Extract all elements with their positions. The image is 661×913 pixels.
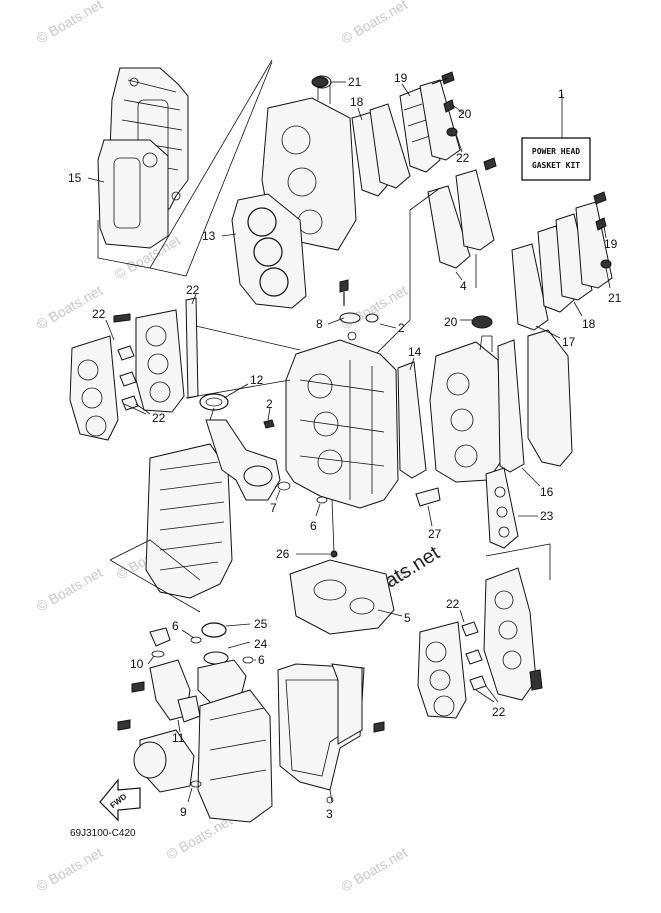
callout-8: 8 — [316, 317, 323, 331]
callout-18: 19 — [394, 71, 408, 85]
watermark: © Boats.net — [34, 564, 106, 615]
throttle-bodies-right — [417, 567, 543, 719]
leader-line — [375, 187, 441, 355]
callout-22: 22 — [92, 307, 106, 321]
watermark: © Boats.net — [34, 0, 106, 47]
callout-26: 26 — [276, 547, 290, 561]
callout-14: 14 — [408, 345, 422, 359]
callout-3: 3 — [326, 807, 333, 821]
callout-17: 17 — [562, 335, 576, 349]
callout-21: 20 — [444, 315, 458, 329]
crankcase — [145, 407, 281, 599]
oil-seal — [311, 76, 329, 88]
cylinder-block-gasket — [397, 361, 427, 479]
lower-crankcase-parts — [190, 622, 254, 707]
callout-11: 11 — [172, 731, 185, 745]
callouts: 1 21 19 20 18 22 15 13 4 19 21 18 — [68, 71, 622, 821]
bracket — [415, 487, 441, 507]
callout-2: 2 — [266, 397, 273, 411]
dipstick-tube — [331, 499, 335, 553]
cover-gasket — [277, 663, 385, 804]
diagram-code: 69J3100-C420 — [70, 828, 136, 839]
callout-18: 18 — [582, 317, 596, 331]
exhaust-cover-gaskets-right — [511, 191, 613, 331]
callout-2: 2 — [398, 321, 405, 335]
callout-21: 21 — [348, 75, 362, 89]
gasket-kit-box: POWER HEAD GASKET KIT — [521, 100, 591, 181]
thermostat-cover — [131, 627, 201, 723]
callout-9: 9 — [180, 805, 187, 819]
callout-15: 15 — [68, 171, 82, 185]
leader-box — [149, 61, 273, 277]
callout-22: 22 — [446, 597, 460, 611]
intake-gasket-left — [185, 297, 199, 399]
callout-23: 22 — [186, 283, 200, 297]
kit-box-line-1: POWER HEAD — [532, 147, 580, 156]
cylinder-block — [285, 339, 399, 509]
kit-box-line-2: GASKET KIT — [532, 161, 580, 170]
watermark: © Boats.net — [339, 0, 411, 47]
bolts-top — [431, 71, 497, 171]
oil-pump-housing — [117, 689, 273, 823]
callout-10: 10 — [130, 657, 144, 671]
callout-25: 25 — [254, 617, 268, 631]
intake-gasket-right — [485, 467, 519, 549]
callout-6: 6 — [172, 619, 179, 633]
callout-27: 27 — [428, 527, 442, 541]
thermostat-parts — [263, 279, 379, 429]
callout-16: 16 — [540, 485, 554, 499]
callout-1: 1 — [558, 87, 565, 101]
watermark: © Boats.net — [34, 844, 106, 895]
exhaust-manifold-gasket — [289, 559, 395, 635]
cylinder-head-cover-left — [97, 67, 189, 249]
head-gasket — [231, 193, 307, 309]
exhaust-cover-right — [527, 329, 573, 467]
callout-5: 5 — [404, 611, 411, 625]
crank-oil-seal — [199, 393, 229, 411]
callout-20: 21 — [608, 291, 622, 305]
callout-13: 13 — [202, 229, 216, 243]
callout-19: 20 — [458, 107, 472, 121]
callout-7: 7 — [270, 501, 277, 515]
callout-23: 23 — [540, 509, 554, 523]
callout-22: 22 — [492, 705, 506, 719]
callout-20: 22 — [456, 151, 470, 165]
callout-17: 18 — [350, 95, 364, 109]
callout-4: 4 — [460, 279, 467, 293]
callout-12: 12 — [250, 373, 264, 387]
cylinder-head-right — [429, 335, 503, 483]
throttle-bodies-left — [69, 309, 185, 441]
callout-19: 19 — [604, 237, 618, 251]
callout-6: 6 — [310, 519, 317, 533]
oil-seal — [471, 315, 493, 329]
fwd-arrow-icon: FWD — [99, 778, 141, 822]
o-ring — [316, 496, 328, 504]
leader-box — [485, 543, 551, 580]
callout-24: 24 — [254, 637, 268, 651]
exhaust-cover-gaskets-top — [351, 79, 495, 269]
callout-6: 6 — [258, 653, 265, 667]
head-gasket-right — [497, 339, 525, 473]
leader-box — [109, 539, 201, 613]
o-ring — [277, 481, 291, 491]
watermark: © Boats.net — [339, 844, 411, 895]
callout-22: 22 — [152, 411, 166, 425]
leader-box — [185, 325, 301, 399]
